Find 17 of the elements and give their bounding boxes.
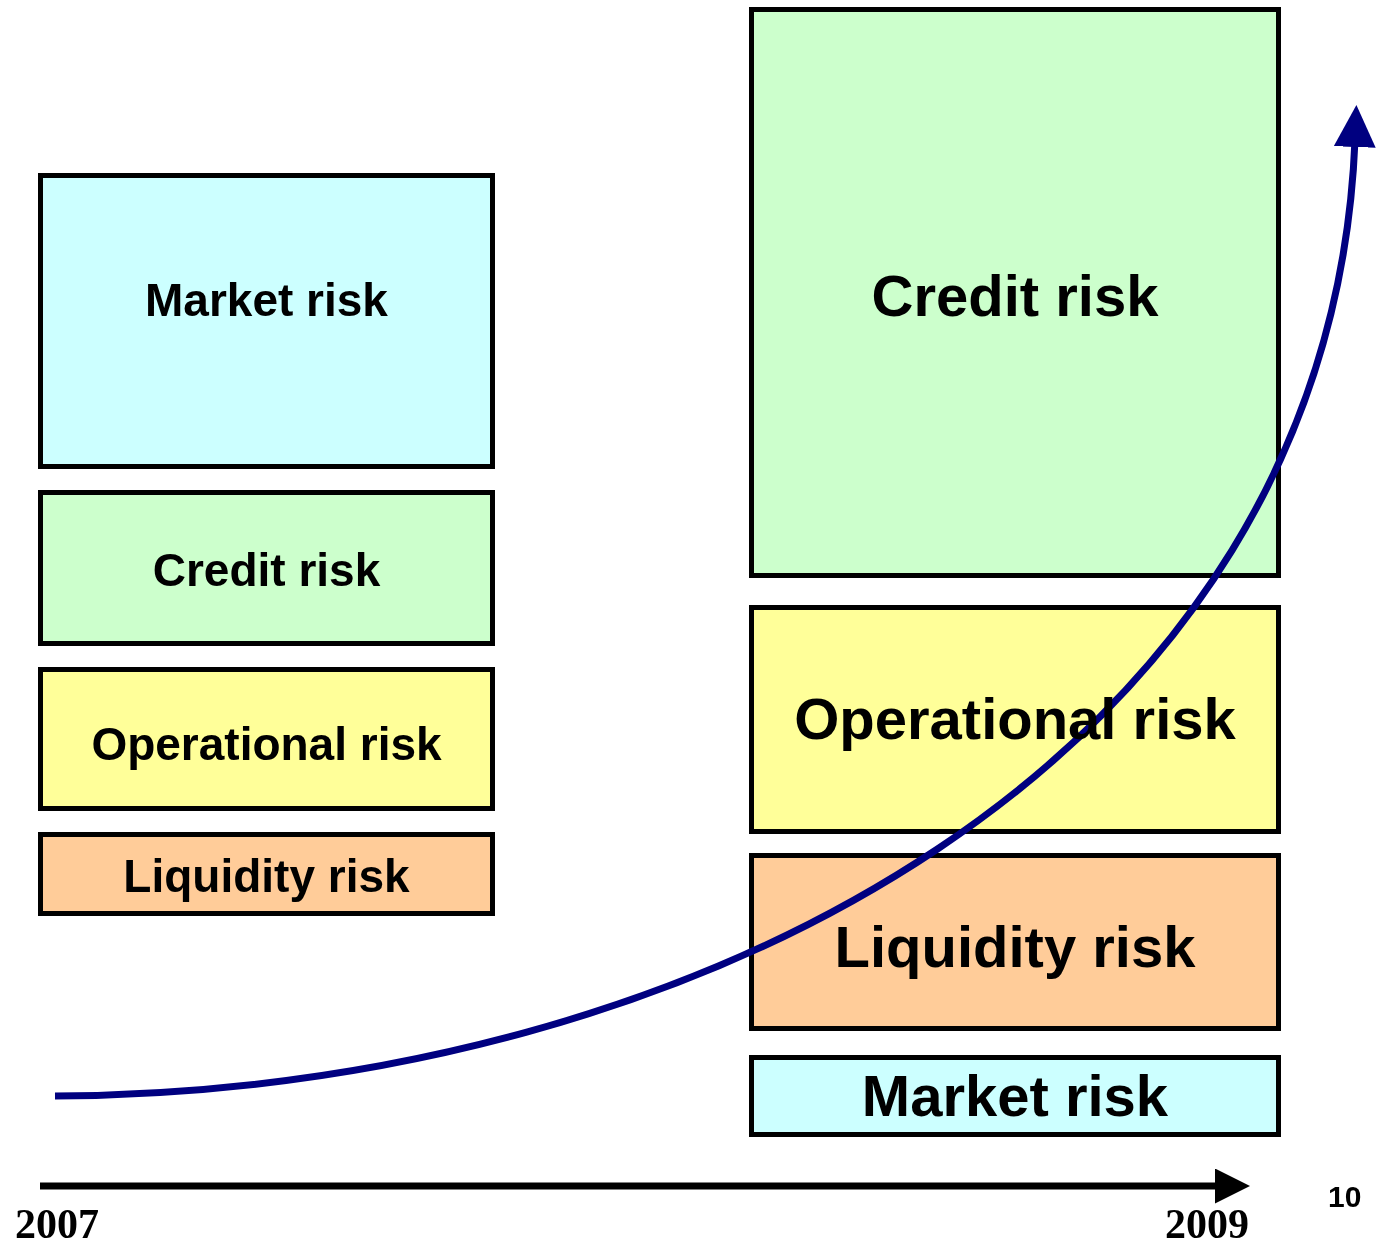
operational-risk-box: [38, 667, 495, 811]
liquidity-risk-box: [749, 853, 1281, 1031]
risk-label: Liquidity risk: [834, 913, 1196, 980]
credit-risk-box: [749, 7, 1281, 578]
year-label: 2007: [15, 1200, 99, 1244]
risk-label: Market risk: [145, 273, 388, 327]
credit-risk-box: [38, 490, 495, 646]
risk-label: Credit risk: [871, 262, 1159, 329]
year-label: 2009: [1165, 1200, 1249, 1244]
risk-label: Liquidity risk: [123, 849, 410, 903]
market-risk-box: [749, 1055, 1281, 1137]
risk-label: Operational risk: [91, 717, 442, 771]
risk-label: Market risk: [861, 1062, 1169, 1129]
risk-label: Credit risk: [152, 543, 381, 597]
page-number: 10: [1328, 1180, 1362, 1214]
liquidity-risk-box: [38, 832, 495, 916]
market-risk-box: [38, 173, 495, 469]
